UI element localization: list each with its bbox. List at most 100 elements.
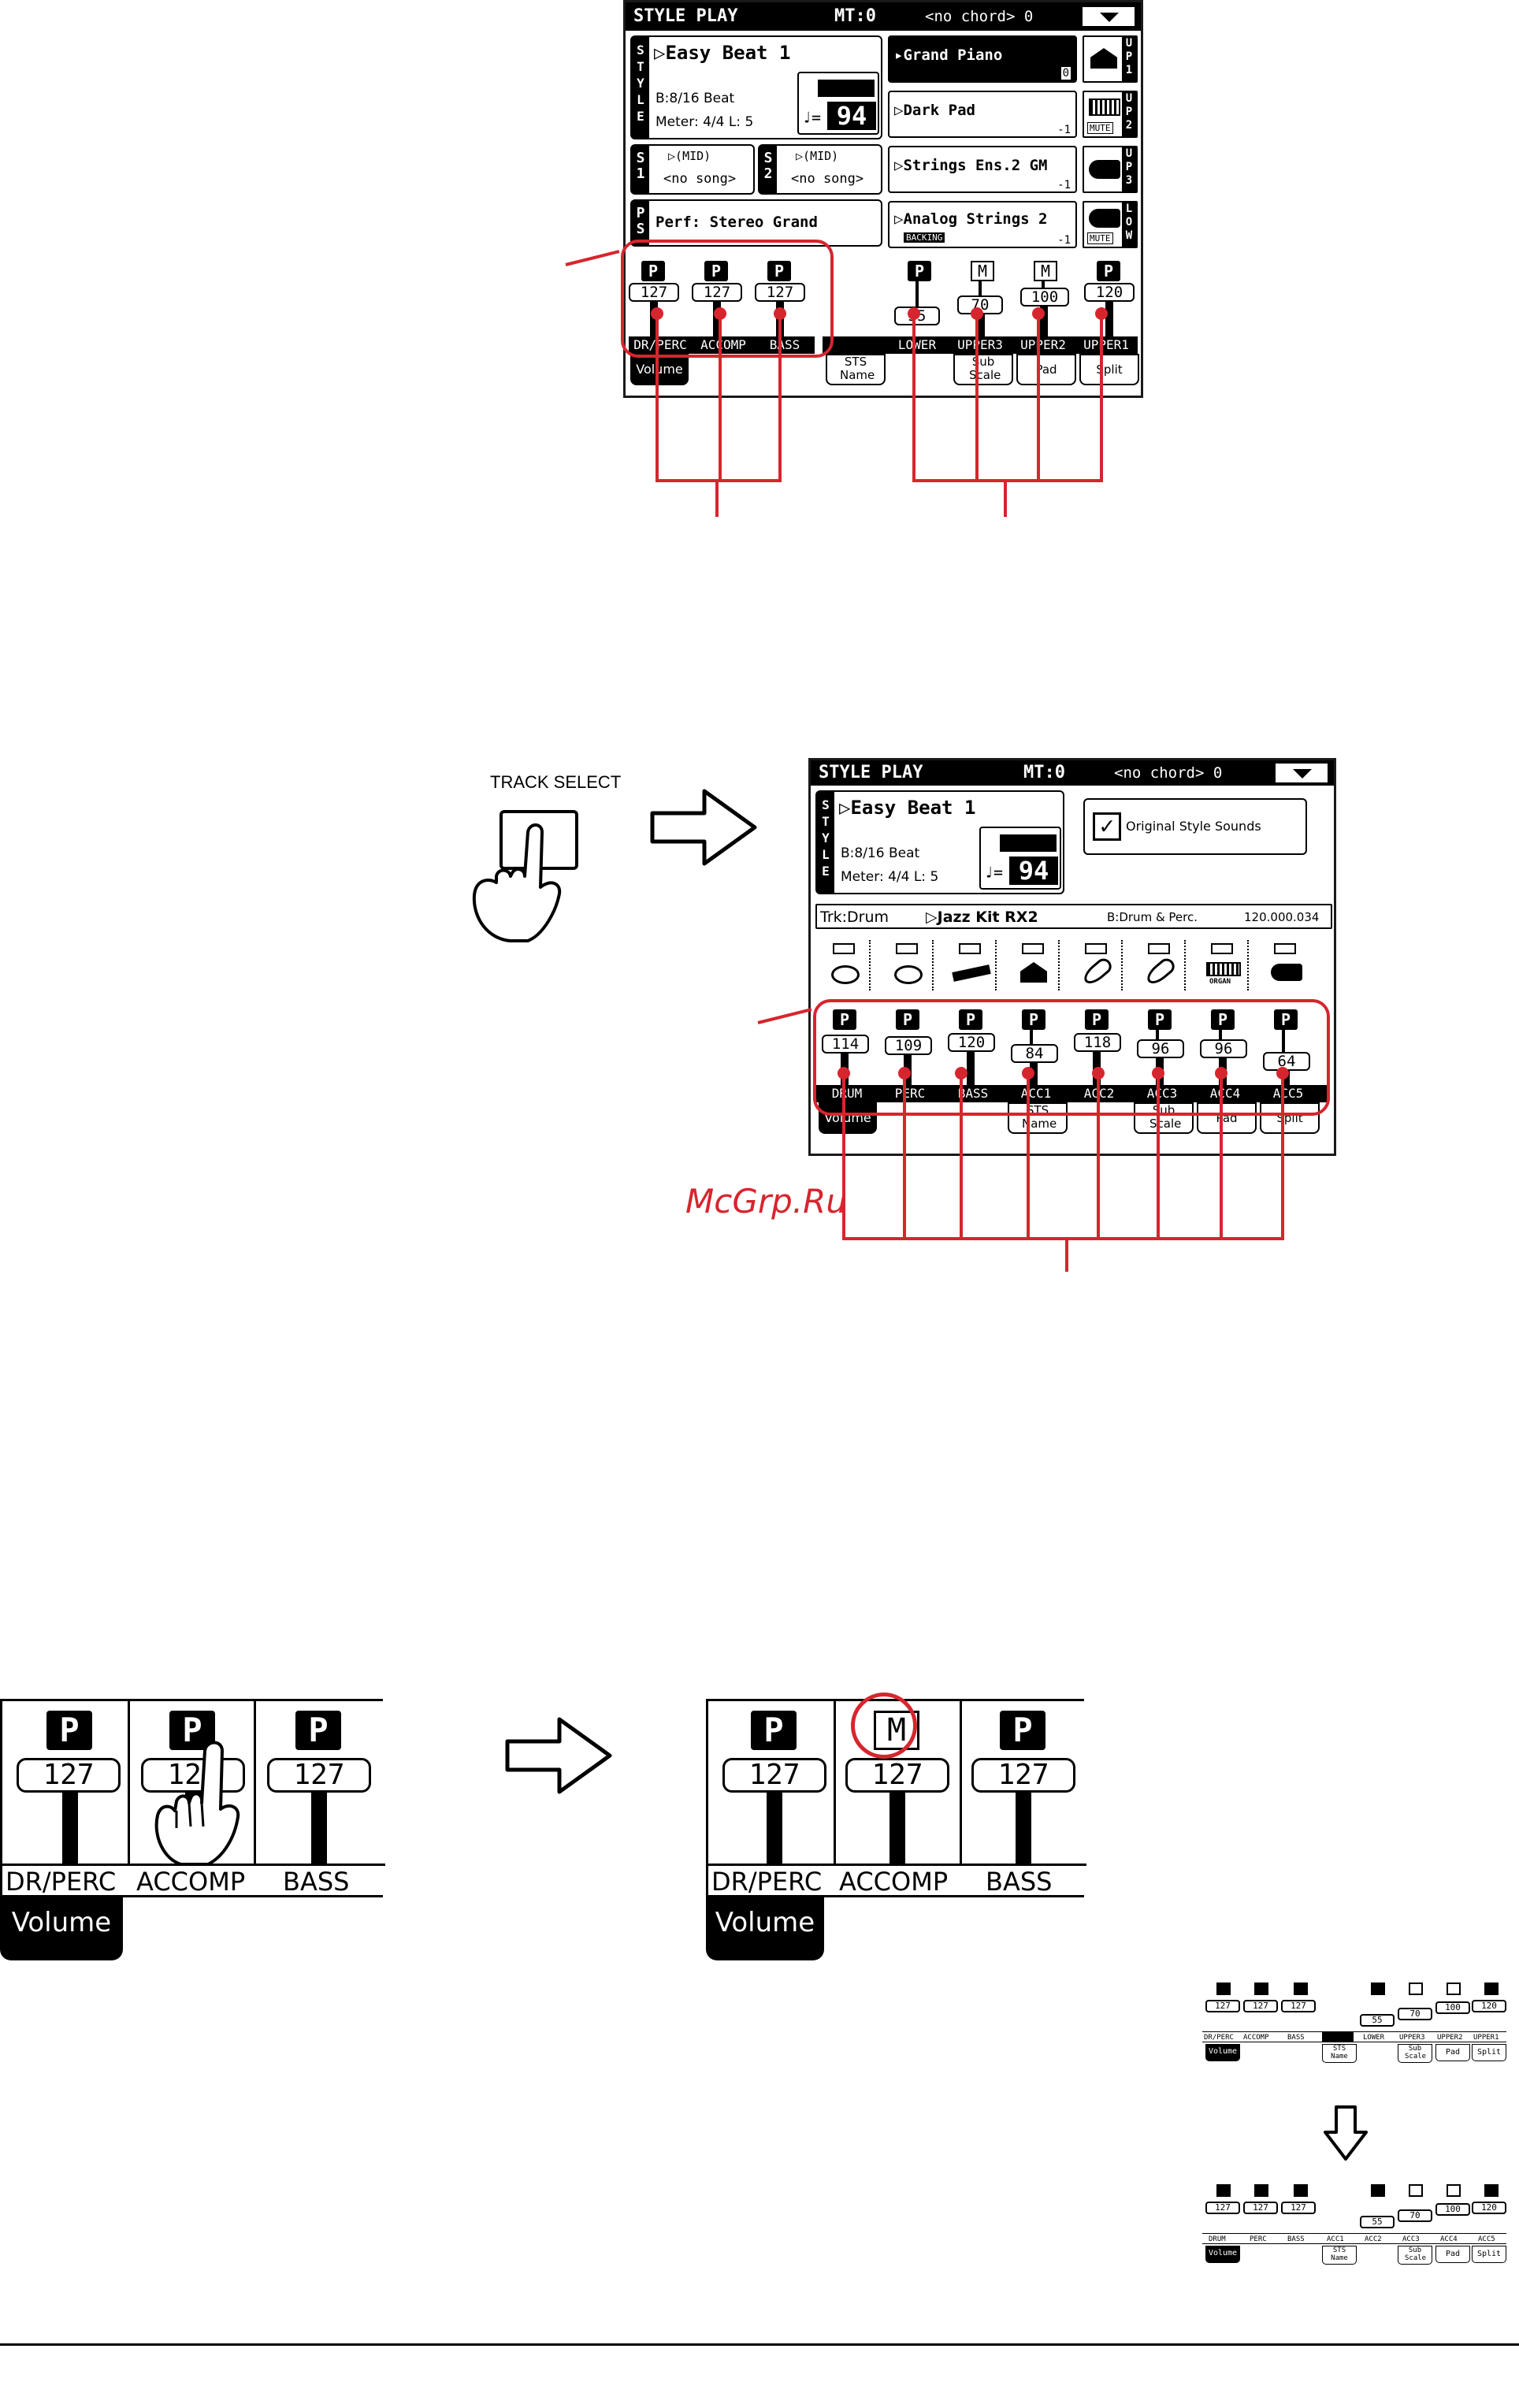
zoom-before-fader-drperc[interactable] bbox=[62, 1793, 78, 1864]
mini-top-mode-2 bbox=[1254, 1983, 1268, 1995]
zoom-before-fader-bass[interactable] bbox=[311, 1793, 327, 1864]
zoom-after-mode-bass[interactable]: P bbox=[1000, 1711, 1045, 1750]
zoom-after-fader-bass[interactable] bbox=[1016, 1793, 1031, 1864]
sts-name-button[interactable]: STS Name bbox=[826, 354, 886, 385]
mini-top-value-4: 55 bbox=[1360, 2014, 1395, 2027]
tempo-box-2[interactable]: ♩= 94 bbox=[979, 827, 1061, 890]
percussion-icon[interactable] bbox=[886, 940, 934, 990]
callout-line-upper3 bbox=[975, 314, 979, 482]
mode-badge-acc5[interactable]: P bbox=[1274, 1009, 1298, 1030]
volume-fader-upper3[interactable] bbox=[977, 314, 985, 336]
menu-arrow-button-2[interactable] bbox=[1274, 762, 1329, 784]
title-bar-2: STYLE PLAY MT:0 <no chord> 0 bbox=[811, 760, 1334, 786]
tempo-box[interactable]: ♩= 94 bbox=[797, 72, 879, 135]
page-bottom-rule bbox=[0, 2343, 1519, 2346]
sub-scale-button-2[interactable]: Sub Scale bbox=[1134, 1102, 1194, 1134]
zoom-after-value-drperc[interactable]: 127 bbox=[722, 1758, 826, 1793]
zoom-after-volume-tab[interactable]: Volume bbox=[706, 1897, 824, 1960]
tempo-note-2: ♩= bbox=[984, 863, 1004, 882]
mode-badge-drperc[interactable]: P bbox=[641, 261, 665, 281]
zoom-after-fader-drperc[interactable] bbox=[767, 1793, 782, 1864]
fader-track-acc4 bbox=[1219, 1030, 1222, 1039]
piano-icon-2[interactable] bbox=[1012, 940, 1060, 990]
zoom-before-mode-drperc[interactable]: P bbox=[46, 1711, 92, 1750]
sound-name-low: ▷Analog Strings 2 bbox=[894, 210, 1048, 228]
callout-hline-tracks bbox=[842, 1237, 1284, 1240]
menu-arrow-button[interactable] bbox=[1081, 6, 1136, 28]
sound-slot-up1[interactable]: ▸Grand Piano 0 bbox=[888, 35, 1077, 83]
original-style-checkbox[interactable]: ✓ bbox=[1093, 812, 1121, 841]
bass-guitar-icon[interactable] bbox=[949, 940, 997, 990]
mode-badge-accomp[interactable]: P bbox=[704, 261, 728, 281]
mini-top-label-7: UPPER1 bbox=[1473, 2034, 1499, 2042]
zoom-after-fader-accomp[interactable] bbox=[889, 1793, 905, 1864]
style-name-2: ▷Easy Beat 1 bbox=[839, 797, 976, 819]
volume-value-acc1[interactable]: 84 bbox=[1011, 1044, 1058, 1063]
zoom-before-value-accomp[interactable]: 127 bbox=[141, 1758, 245, 1793]
original-style-sounds-box[interactable]: ✓ Original Style Sounds bbox=[1083, 798, 1307, 855]
volume-tab-button[interactable]: Volume bbox=[630, 354, 689, 385]
mini-top-mode-6 bbox=[1447, 1983, 1461, 1995]
volume-value-acc4[interactable]: 96 bbox=[1200, 1039, 1247, 1058]
volume-fader-bass-2[interactable] bbox=[967, 1052, 975, 1085]
organ-icon[interactable]: ORGAN bbox=[1201, 940, 1249, 990]
volume-value-upper2[interactable]: 100 bbox=[1020, 288, 1069, 307]
callout-line-acc3 bbox=[1157, 1073, 1160, 1240]
sound-slot-low[interactable]: ▷Analog Strings 2 BACKING -1 bbox=[888, 201, 1077, 248]
volume-value-accomp[interactable]: 127 bbox=[692, 283, 742, 302]
volume-value-acc2[interactable]: 118 bbox=[1074, 1033, 1121, 1052]
strings-icon-2[interactable] bbox=[1265, 940, 1312, 990]
volume-fader-upper2[interactable] bbox=[1040, 307, 1048, 336]
track-select-button-hand-icon[interactable] bbox=[465, 801, 583, 942]
sub-scale-button[interactable]: Sub Scale bbox=[953, 354, 1013, 385]
zoom-before-value-bass[interactable]: 127 bbox=[267, 1758, 371, 1793]
sound-slot-up2[interactable]: ▷Dark Pad -1 bbox=[888, 91, 1077, 138]
zoom-after-mode-drperc[interactable]: P bbox=[751, 1711, 797, 1750]
mini-bot-mode-5 bbox=[1409, 2184, 1423, 2197]
zoom-after-value-accomp[interactable]: 127 bbox=[845, 1758, 949, 1793]
mode-badge-bass-2[interactable]: P bbox=[959, 1009, 982, 1030]
zoom-before-mode-bass[interactable]: P bbox=[295, 1711, 341, 1750]
volume-fader-upper1[interactable] bbox=[1105, 302, 1113, 336]
mini-top-value-7: 120 bbox=[1472, 2000, 1506, 2012]
pad-button[interactable]: Pad bbox=[1016, 354, 1076, 385]
volume-value-drperc[interactable]: 127 bbox=[629, 283, 679, 302]
mode-badge-acc3[interactable]: P bbox=[1148, 1009, 1172, 1030]
volume-value-bass-2[interactable]: 120 bbox=[948, 1033, 995, 1052]
mode-badge-acc2[interactable]: P bbox=[1085, 1009, 1109, 1030]
mode-badge-upper1[interactable]: P bbox=[1097, 261, 1120, 281]
mode-badge-lower[interactable]: P bbox=[908, 261, 931, 281]
volume-value-drum[interactable]: 114 bbox=[822, 1035, 869, 1054]
volume-value-acc3[interactable]: 96 bbox=[1137, 1039, 1184, 1058]
mode-badge-acc1[interactable]: P bbox=[1022, 1009, 1045, 1030]
mode-badge-drum[interactable]: P bbox=[833, 1009, 856, 1030]
mode-badge-upper3[interactable]: M bbox=[971, 261, 994, 281]
zoom-before-value-drperc[interactable]: 127 bbox=[17, 1758, 121, 1793]
zoom-before-volume-tab[interactable]: Volume bbox=[0, 1897, 123, 1960]
mini-top-names: DR/PERC ACCOMP BASS LOWER UPPER3 UPPER2 … bbox=[1202, 2031, 1506, 2042]
mode-badge-bass[interactable]: P bbox=[767, 261, 791, 281]
split-button[interactable]: Split bbox=[1079, 354, 1139, 385]
mode-badge-upper2[interactable]: M bbox=[1034, 261, 1057, 281]
drum-kit-icon[interactable] bbox=[823, 940, 871, 990]
volume-value-bass[interactable]: 127 bbox=[755, 283, 805, 302]
volume-value-perc[interactable]: 109 bbox=[885, 1036, 932, 1055]
sts-name-button-2[interactable]: STS Name bbox=[1008, 1102, 1068, 1134]
track-name: Trk:Drum bbox=[820, 909, 889, 926]
mode-badge-acc4[interactable]: P bbox=[1211, 1009, 1235, 1030]
guitar-icon-2[interactable] bbox=[1138, 940, 1186, 990]
guitar-icon-1[interactable] bbox=[1075, 940, 1123, 990]
sound-slot-up3[interactable]: ▷Strings Ens.2 GM -1 bbox=[888, 146, 1077, 193]
volume-value-upper1[interactable]: 120 bbox=[1084, 283, 1135, 302]
zoom-after-value-bass[interactable]: 127 bbox=[971, 1758, 1075, 1793]
mode-badge-perc[interactable]: P bbox=[896, 1009, 919, 1030]
